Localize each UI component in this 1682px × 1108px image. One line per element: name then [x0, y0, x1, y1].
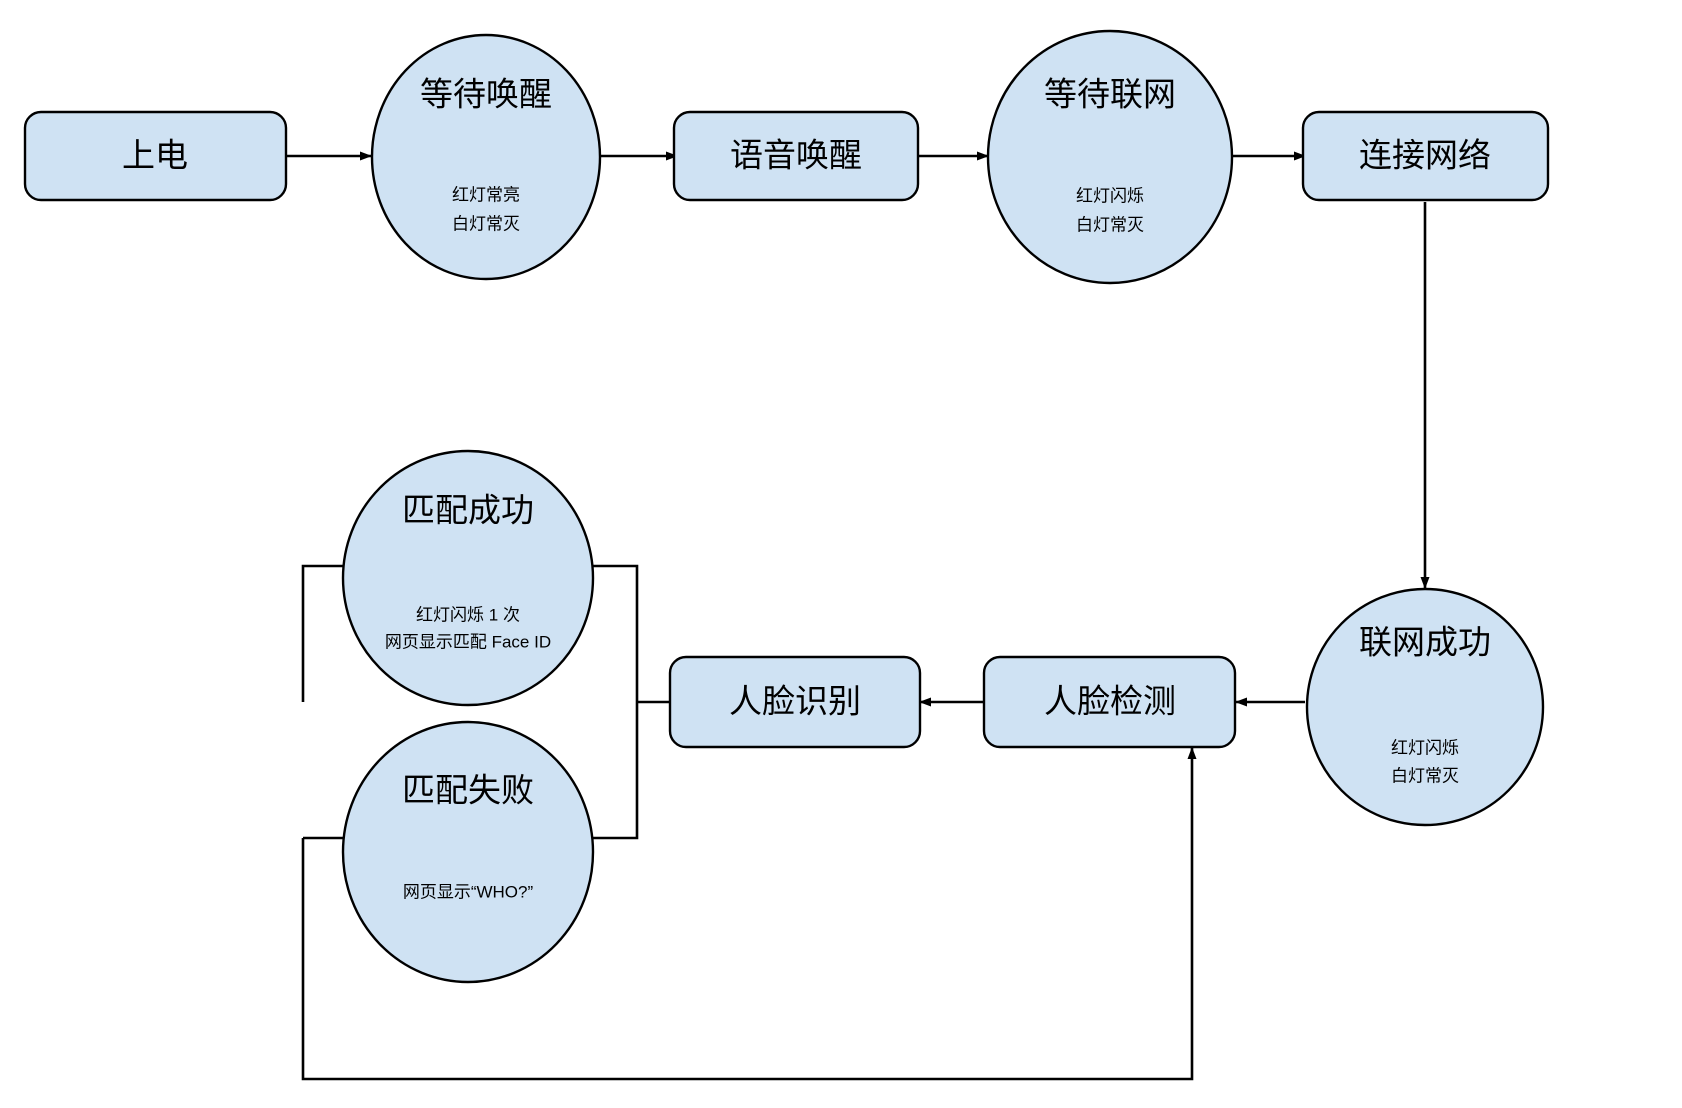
node-network-success-shape [1305, 587, 1545, 827]
node-match-fail[interactable]: 匹配失败 网页显示“WHO?” [341, 720, 595, 984]
node-face-recognize-label: 人脸识别 [729, 683, 861, 720]
node-wait-wake-sub2: 白灯常灭 [452, 214, 520, 233]
node-face-detect-shape [982, 655, 1237, 749]
node-network-success-label: 联网成功 [1359, 624, 1491, 661]
node-connect-network[interactable]: 连接网络 [1301, 110, 1550, 202]
node-match-success-sub1: 红灯闪烁 1 次 [416, 605, 520, 624]
node-face-recognize[interactable]: 人脸识别 [668, 655, 922, 749]
node-wait-network-sub1: 红灯闪烁 [1076, 186, 1144, 205]
node-network-success[interactable]: 联网成功 红灯闪烁 白灯常灭 [1305, 587, 1545, 827]
node-match-fail-label: 匹配失败 [402, 772, 534, 809]
node-match-fail-shape [341, 720, 595, 984]
node-wait-network-sub2: 白灯常灭 [1076, 215, 1144, 234]
node-power-on-label: 上电 [122, 137, 188, 174]
node-wait-wake-shape [370, 33, 602, 281]
node-layer: 上电 等待唤醒 红灯常亮 白灯常灭 语音唤醒 等待联网 红灯闪烁 白灯常灭 [23, 29, 1550, 984]
node-wait-wake[interactable]: 等待唤醒 红灯常亮 白灯常灭 [370, 33, 602, 281]
node-wait-wake-label: 等待唤醒 [420, 76, 552, 113]
node-face-detect[interactable]: 人脸检测 [982, 655, 1237, 749]
node-wait-wake-sub1: 红灯常亮 [452, 185, 520, 204]
node-match-success[interactable]: 匹配成功 红灯闪烁 1 次 网页显示匹配 Face ID [341, 449, 595, 707]
edge-match-fail-to-face-detect-feedback [301, 747, 1197, 1081]
node-network-success-sub2: 白灯常灭 [1391, 766, 1459, 785]
node-voice-wake[interactable]: 语音唤醒 [672, 110, 920, 202]
node-wait-network-shape [986, 29, 1234, 285]
node-match-success-sub2: 网页显示匹配 Face ID [385, 632, 551, 651]
node-connect-network-shape [1301, 110, 1550, 202]
node-voice-wake-label: 语音唤醒 [730, 137, 862, 174]
node-wait-network[interactable]: 等待联网 红灯闪烁 白灯常灭 [986, 29, 1234, 285]
node-voice-wake-shape [672, 110, 920, 202]
node-match-fail-sub1: 网页显示“WHO?” [403, 882, 534, 901]
node-match-success-shape [341, 449, 595, 707]
node-face-recognize-shape [668, 655, 922, 749]
node-face-detect-label: 人脸检测 [1044, 683, 1176, 720]
node-wait-network-label: 等待联网 [1044, 76, 1176, 113]
node-power-on-shape [23, 110, 288, 202]
node-power-on[interactable]: 上电 [23, 110, 288, 202]
node-network-success-sub1: 红灯闪烁 [1391, 738, 1459, 757]
node-connect-network-label: 连接网络 [1359, 137, 1491, 174]
node-match-success-label: 匹配成功 [402, 492, 534, 529]
